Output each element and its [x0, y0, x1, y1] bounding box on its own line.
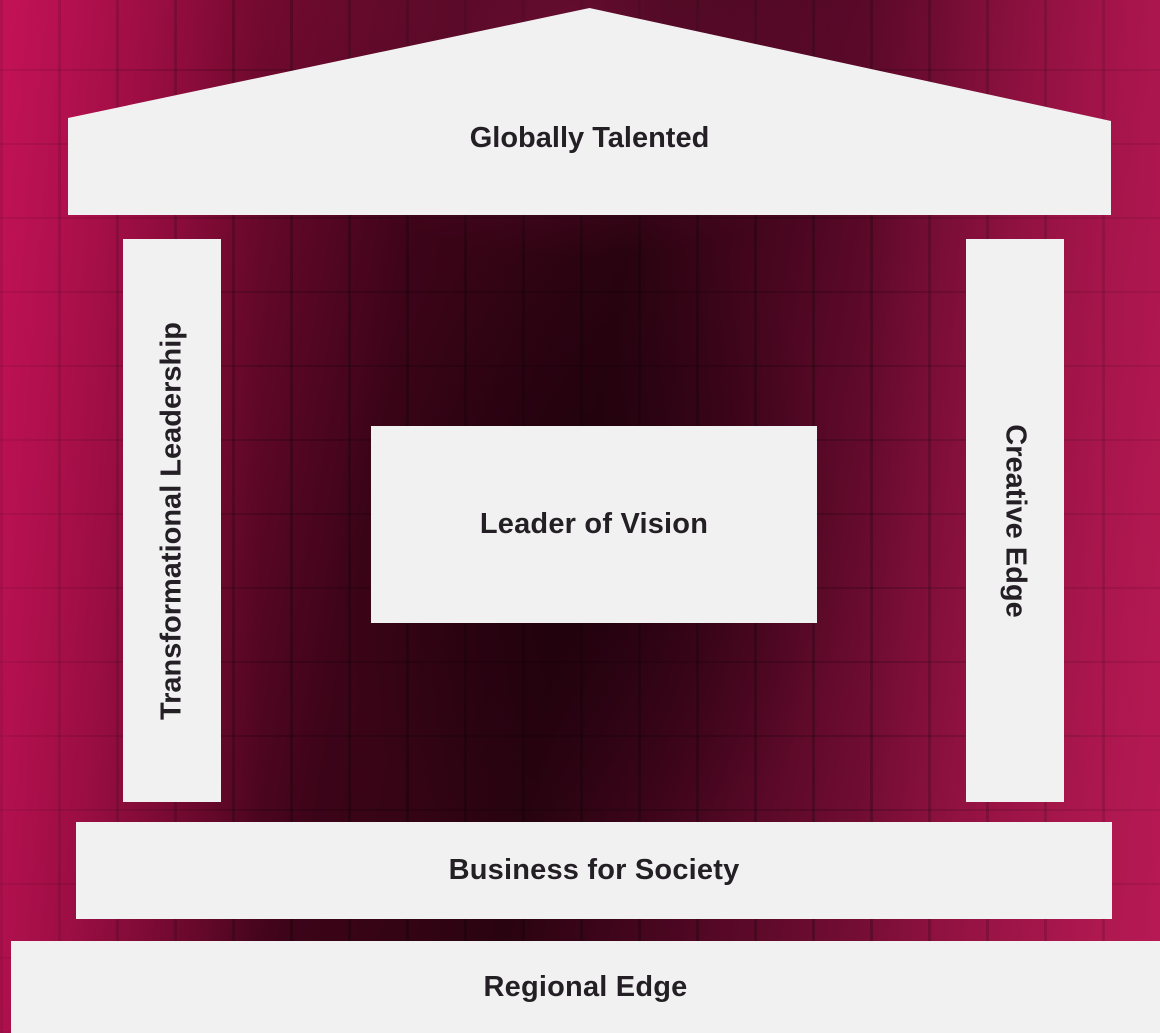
- center-block-label: Leader of Vision: [479, 508, 709, 540]
- base-beam-label: Business for Society: [448, 854, 740, 886]
- left-pillar: Transformational Leadership: [123, 239, 221, 802]
- right-pillar: Creative Edge: [966, 239, 1064, 802]
- center-block: Leader of Vision: [371, 426, 817, 623]
- left-pillar-label: Transformational Leadership: [155, 321, 188, 720]
- roof-label: Globally Talented: [469, 121, 710, 154]
- foundation-step-label: Regional Edge: [483, 970, 688, 1003]
- right-pillar-label: Creative Edge: [999, 423, 1032, 618]
- base-beam: Business for Society: [76, 822, 1112, 919]
- foundation-step: Regional Edge: [11, 941, 1160, 1033]
